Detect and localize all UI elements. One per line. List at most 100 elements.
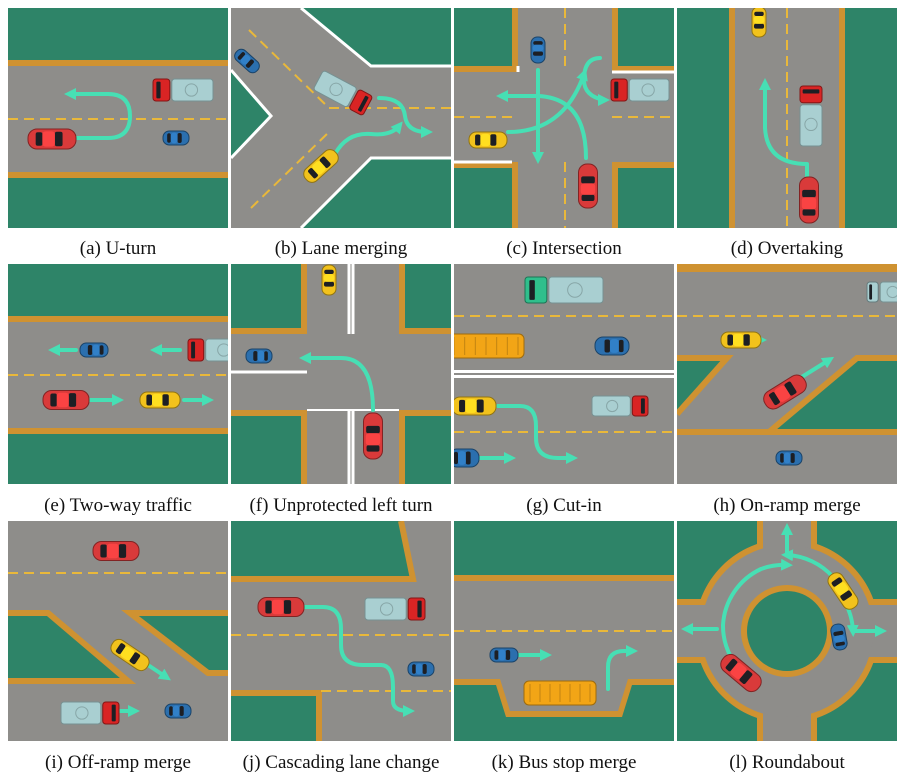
road-curb bbox=[231, 690, 322, 741]
grass-area bbox=[130, 613, 228, 673]
truck-red bbox=[799, 85, 823, 147]
road-edge-line bbox=[299, 156, 451, 228]
ego-car-red bbox=[27, 128, 77, 150]
car-yellow bbox=[321, 264, 337, 296]
truck-red bbox=[187, 338, 228, 362]
ego-car-red bbox=[42, 390, 90, 410]
ego-car-red bbox=[763, 374, 807, 410]
scenario-panel-off-ramp-merge bbox=[8, 521, 228, 741]
grass-area bbox=[301, 158, 451, 228]
car-yellow bbox=[303, 149, 339, 183]
road-curb bbox=[677, 355, 734, 416]
road-curb bbox=[8, 610, 137, 684]
grass-area bbox=[231, 693, 319, 741]
caption-cascading-lane-change: (j) Cascading lane change bbox=[242, 752, 440, 773]
car-blue bbox=[530, 36, 546, 64]
bus-merge-trajectory bbox=[606, 645, 638, 691]
scenario-panel-bus-stop-merge bbox=[454, 521, 674, 741]
road-surface bbox=[454, 581, 674, 711]
left-turn-trajectory bbox=[496, 90, 588, 160]
car-blue bbox=[489, 647, 519, 663]
scenario-panel-cut-in bbox=[454, 264, 674, 484]
car-blue bbox=[594, 336, 630, 356]
car-blue bbox=[164, 703, 192, 719]
scenario-panel-u-turn bbox=[8, 8, 228, 228]
grass-area bbox=[8, 613, 128, 681]
caption-intersection: (c) Intersection bbox=[506, 238, 622, 259]
scenario-panel-on-ramp-merge bbox=[677, 264, 897, 484]
turn-trajectory bbox=[377, 96, 433, 138]
grass-area bbox=[231, 521, 413, 579]
road-curb bbox=[121, 610, 228, 676]
median-gap bbox=[454, 373, 674, 375]
car-blue bbox=[162, 130, 190, 146]
cut-in-trajectory bbox=[496, 404, 578, 464]
car-yellow bbox=[454, 396, 497, 416]
truck-cyan bbox=[866, 281, 897, 303]
ego-car-red bbox=[799, 176, 819, 224]
grass-area bbox=[769, 358, 897, 432]
ego-car-red bbox=[257, 597, 305, 617]
truck-red bbox=[364, 597, 426, 621]
scenario-panel-cascading-lane-change bbox=[231, 521, 451, 741]
car-yellow bbox=[468, 131, 508, 149]
caption-off-ramp-merge: (i) Off-ramp merge bbox=[45, 752, 191, 773]
ego-car-blue bbox=[454, 448, 480, 468]
car-blue bbox=[79, 342, 109, 358]
bus bbox=[454, 333, 525, 359]
scenario-panel-unprotected-left-turn bbox=[231, 264, 451, 484]
truck-red bbox=[610, 78, 670, 102]
caption-roundabout: (l) Roundabout bbox=[729, 752, 845, 773]
caption-cut-in: (g) Cut-in bbox=[526, 495, 602, 516]
road-edge-line bbox=[300, 8, 451, 68]
scenario-panel-intersection bbox=[454, 8, 674, 228]
truck-red bbox=[60, 701, 120, 725]
scenario-panel-roundabout bbox=[677, 521, 897, 741]
grass-area bbox=[301, 8, 451, 66]
caption-on-ramp-merge: (h) On-ramp merge bbox=[713, 495, 861, 516]
road-curb bbox=[231, 521, 417, 582]
caption-u-turn: (a) U-turn bbox=[79, 238, 157, 259]
caption-lane-merging: (b) Lane merging bbox=[274, 238, 408, 259]
ego-car-red bbox=[720, 653, 762, 693]
car-yellow bbox=[139, 391, 181, 409]
ego-car-red bbox=[578, 163, 598, 209]
truck-red bbox=[152, 78, 214, 102]
car-yellow bbox=[110, 638, 150, 672]
caption-two-way-traffic: (e) Two-way traffic bbox=[44, 495, 192, 516]
car-blue bbox=[407, 661, 435, 677]
scenario-panel-lane-merging bbox=[231, 8, 451, 228]
car-yellow bbox=[751, 8, 767, 38]
circulating-trajectory bbox=[781, 549, 835, 579]
truck-red bbox=[591, 395, 649, 417]
car-blue bbox=[234, 48, 260, 74]
ego-car-red bbox=[92, 541, 140, 561]
caption-unprotected-left-turn: (f) Unprotected left turn bbox=[249, 495, 433, 516]
overtake-trajectory bbox=[759, 78, 809, 178]
cascading-trajectory bbox=[291, 605, 415, 717]
scenario-panel-overtaking bbox=[677, 8, 897, 228]
car-blue bbox=[775, 450, 803, 466]
road-edge-line bbox=[231, 69, 274, 160]
bus bbox=[523, 680, 597, 706]
truck-green bbox=[524, 276, 604, 304]
road-curb bbox=[677, 264, 897, 272]
car-yellow bbox=[827, 572, 859, 610]
off-ramp-trajectory bbox=[146, 663, 171, 681]
car-blue bbox=[830, 623, 848, 651]
central-island bbox=[747, 591, 827, 671]
left-turn-trajectory bbox=[299, 352, 375, 412]
ego-car-red bbox=[363, 412, 383, 460]
grass-area bbox=[231, 70, 271, 158]
lane-divider bbox=[248, 29, 330, 109]
u-turn-trajectory bbox=[64, 88, 132, 140]
road-curb bbox=[767, 355, 897, 435]
merge-trajectory bbox=[333, 121, 403, 156]
cross-trajectory bbox=[506, 68, 588, 134]
car-yellow bbox=[720, 331, 762, 349]
lane-divider bbox=[250, 131, 330, 209]
caption-overtaking: (d) Overtaking bbox=[730, 238, 844, 259]
truck-red bbox=[313, 70, 373, 116]
scenario-panel-two-way-traffic bbox=[8, 264, 228, 484]
caption-bus-stop-merge: (k) Bus stop merge bbox=[491, 752, 637, 773]
